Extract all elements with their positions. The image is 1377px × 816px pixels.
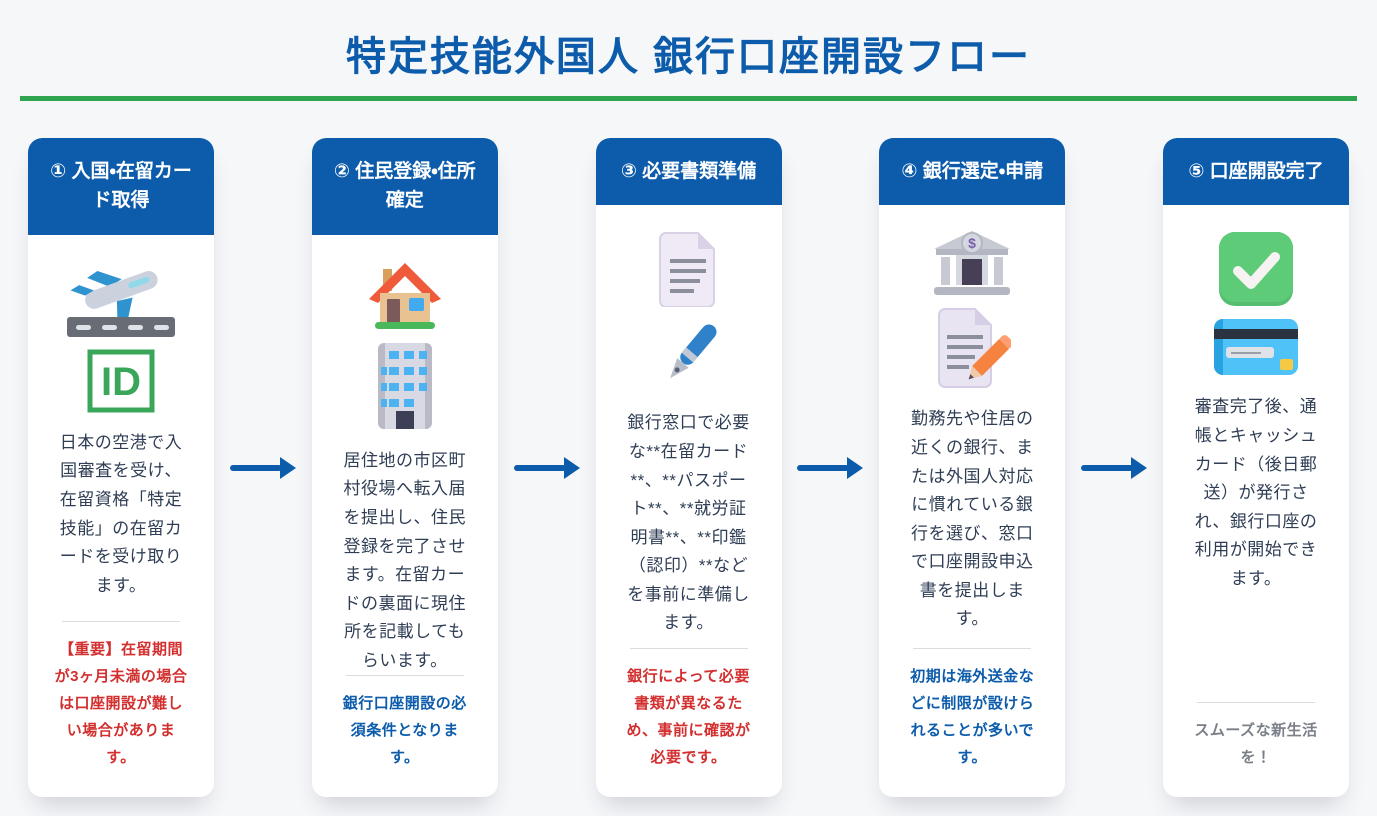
note-divider	[345, 675, 464, 677]
step-5-note-block: スムーズな新生活を！	[1163, 702, 1349, 797]
step-2-icons	[312, 261, 498, 431]
note-divider	[1197, 702, 1315, 704]
step-card-4: ④ 銀行選定・申請 $	[879, 138, 1066, 798]
step-4-note: 初期は海外送金などに制限が設けられることが多いです。	[910, 668, 1035, 767]
step-5-description: 審査完了後、通帳とキャッシュカード（後日郵送）が発行され、銀行口座の利用が開始で…	[1194, 397, 1318, 588]
note-divider	[62, 621, 180, 623]
step-1-description: 日本の空港で入国審査を受け、在留資格「特定技能」の在留カードを受け取ります。	[59, 432, 183, 595]
step-1-note: 【重要】在留期間が3ヶ月未満の場合は口座開設が難しい場合があります。	[54, 641, 188, 767]
step-5-icons	[1163, 231, 1349, 377]
svg-text:ID: ID	[101, 360, 141, 404]
step-card-1: ① 入国・在留カード取得 ID 日本の空港で入	[28, 138, 214, 798]
step-3-header: ③ 必要書類準備	[595, 138, 782, 206]
step-4-description: 勤務先や住居の近くの銀行、または外国人対応に慣れている銀行を選び、窓口で口座開設…	[911, 409, 1034, 629]
step-card-5: ⑤ 口座開設完了 審査完了後、通帳とキャッシュカード（後日郵送）が発行され、銀行…	[1163, 138, 1349, 798]
arrow-cell	[498, 138, 596, 797]
airplane-departure-icon	[67, 270, 175, 337]
step-1-note-block: 【重要】在留期間が3ヶ月未満の場合は口座開設が難しい場合があります。	[28, 621, 214, 797]
title-underline	[20, 96, 1357, 101]
flow-arrow-icon	[229, 456, 296, 479]
flow-diagram: ① 入国・在留カード取得 ID 日本の空港で入	[0, 101, 1377, 798]
document-icon	[658, 232, 715, 308]
arrow-cell	[214, 138, 312, 797]
step-2-note-block: 銀行口座開設の必須条件となります。	[312, 675, 498, 797]
step-card-2: ② 住民登録・住所確定	[311, 138, 498, 798]
step-4-icons: $	[879, 231, 1065, 389]
flow-arrow-icon	[1081, 456, 1148, 479]
flow-arrow-icon	[797, 456, 864, 479]
pen-icon	[669, 324, 716, 379]
page-title: 特定技能外国人 銀行口座開設フロー	[345, 35, 1032, 79]
arrow-cell	[1065, 138, 1163, 797]
check-mark-icon	[1219, 232, 1293, 307]
id-button-icon: ID	[87, 349, 155, 413]
step-3-description: 銀行窓口で必要な**在留カード**、**パスポート**、**就労証明書**、**…	[627, 413, 750, 633]
step-2-note: 銀行口座開設の必須条件となります。	[342, 695, 467, 767]
note-divider	[913, 648, 1032, 650]
step-3-note-block: 銀行によって必要書類が異なるため、事前に確認が必要です。	[596, 648, 782, 797]
note-divider	[629, 648, 748, 650]
arrow-cell	[782, 138, 880, 797]
step-1-header: ① 入国・在留カード取得	[28, 138, 214, 235]
step-1-icons: ID	[28, 261, 214, 413]
step-4-note-block: 初期は海外送金などに制限が設けられることが多いです。	[879, 648, 1065, 797]
office-building-icon	[377, 342, 432, 429]
bank-icon: $	[934, 231, 1011, 296]
flow-arrow-icon	[513, 456, 580, 479]
step-4-header: ④ 銀行選定・申請	[879, 138, 1066, 206]
step-3-icons	[596, 231, 782, 393]
step-3-note: 銀行によって必要書類が異なるため、事前に確認が必要です。	[626, 668, 751, 767]
application-form-icon	[938, 308, 1012, 389]
step-5-header: ⑤ 口座開設完了	[1163, 138, 1349, 206]
house-icon	[368, 262, 441, 329]
step-card-3: ③ 必要書類準備 銀行窓口で必要な**在留カード**、**パスポート**、**就…	[595, 138, 782, 798]
svg-text:$: $	[968, 235, 976, 251]
step-2-header: ② 住民登録・住所確定	[311, 138, 498, 235]
page-header: 特定技能外国人 銀行口座開設フロー	[0, 0, 1377, 101]
step-2-description: 居住地の市区町村役場へ転入届を提出し、住民登録を完了させます。在留カードの裏面に…	[343, 450, 466, 670]
credit-card-icon	[1214, 319, 1298, 376]
step-5-note: スムーズな新生活を！	[1194, 722, 1318, 767]
